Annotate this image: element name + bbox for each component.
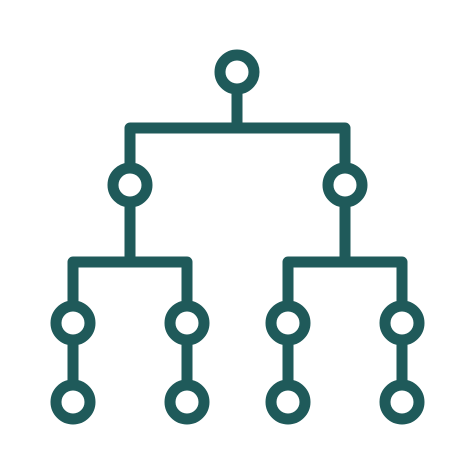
leaf-node-1 bbox=[50, 379, 96, 425]
level1-node-left bbox=[107, 162, 153, 208]
level1-bracket bbox=[124, 122, 351, 171]
right-level2-bracket bbox=[282, 256, 408, 311]
level2-node-2 bbox=[164, 300, 210, 346]
leaf-node-4 bbox=[379, 379, 425, 425]
root-node bbox=[214, 49, 260, 95]
leaf-node-2 bbox=[164, 379, 210, 425]
left-level2-bracket bbox=[67, 256, 193, 311]
level2-node-1 bbox=[50, 300, 96, 346]
level2-node-3 bbox=[265, 300, 311, 346]
level2-node-4 bbox=[379, 300, 425, 346]
leaf-node-3 bbox=[265, 379, 311, 425]
level1-node-right bbox=[322, 162, 368, 208]
